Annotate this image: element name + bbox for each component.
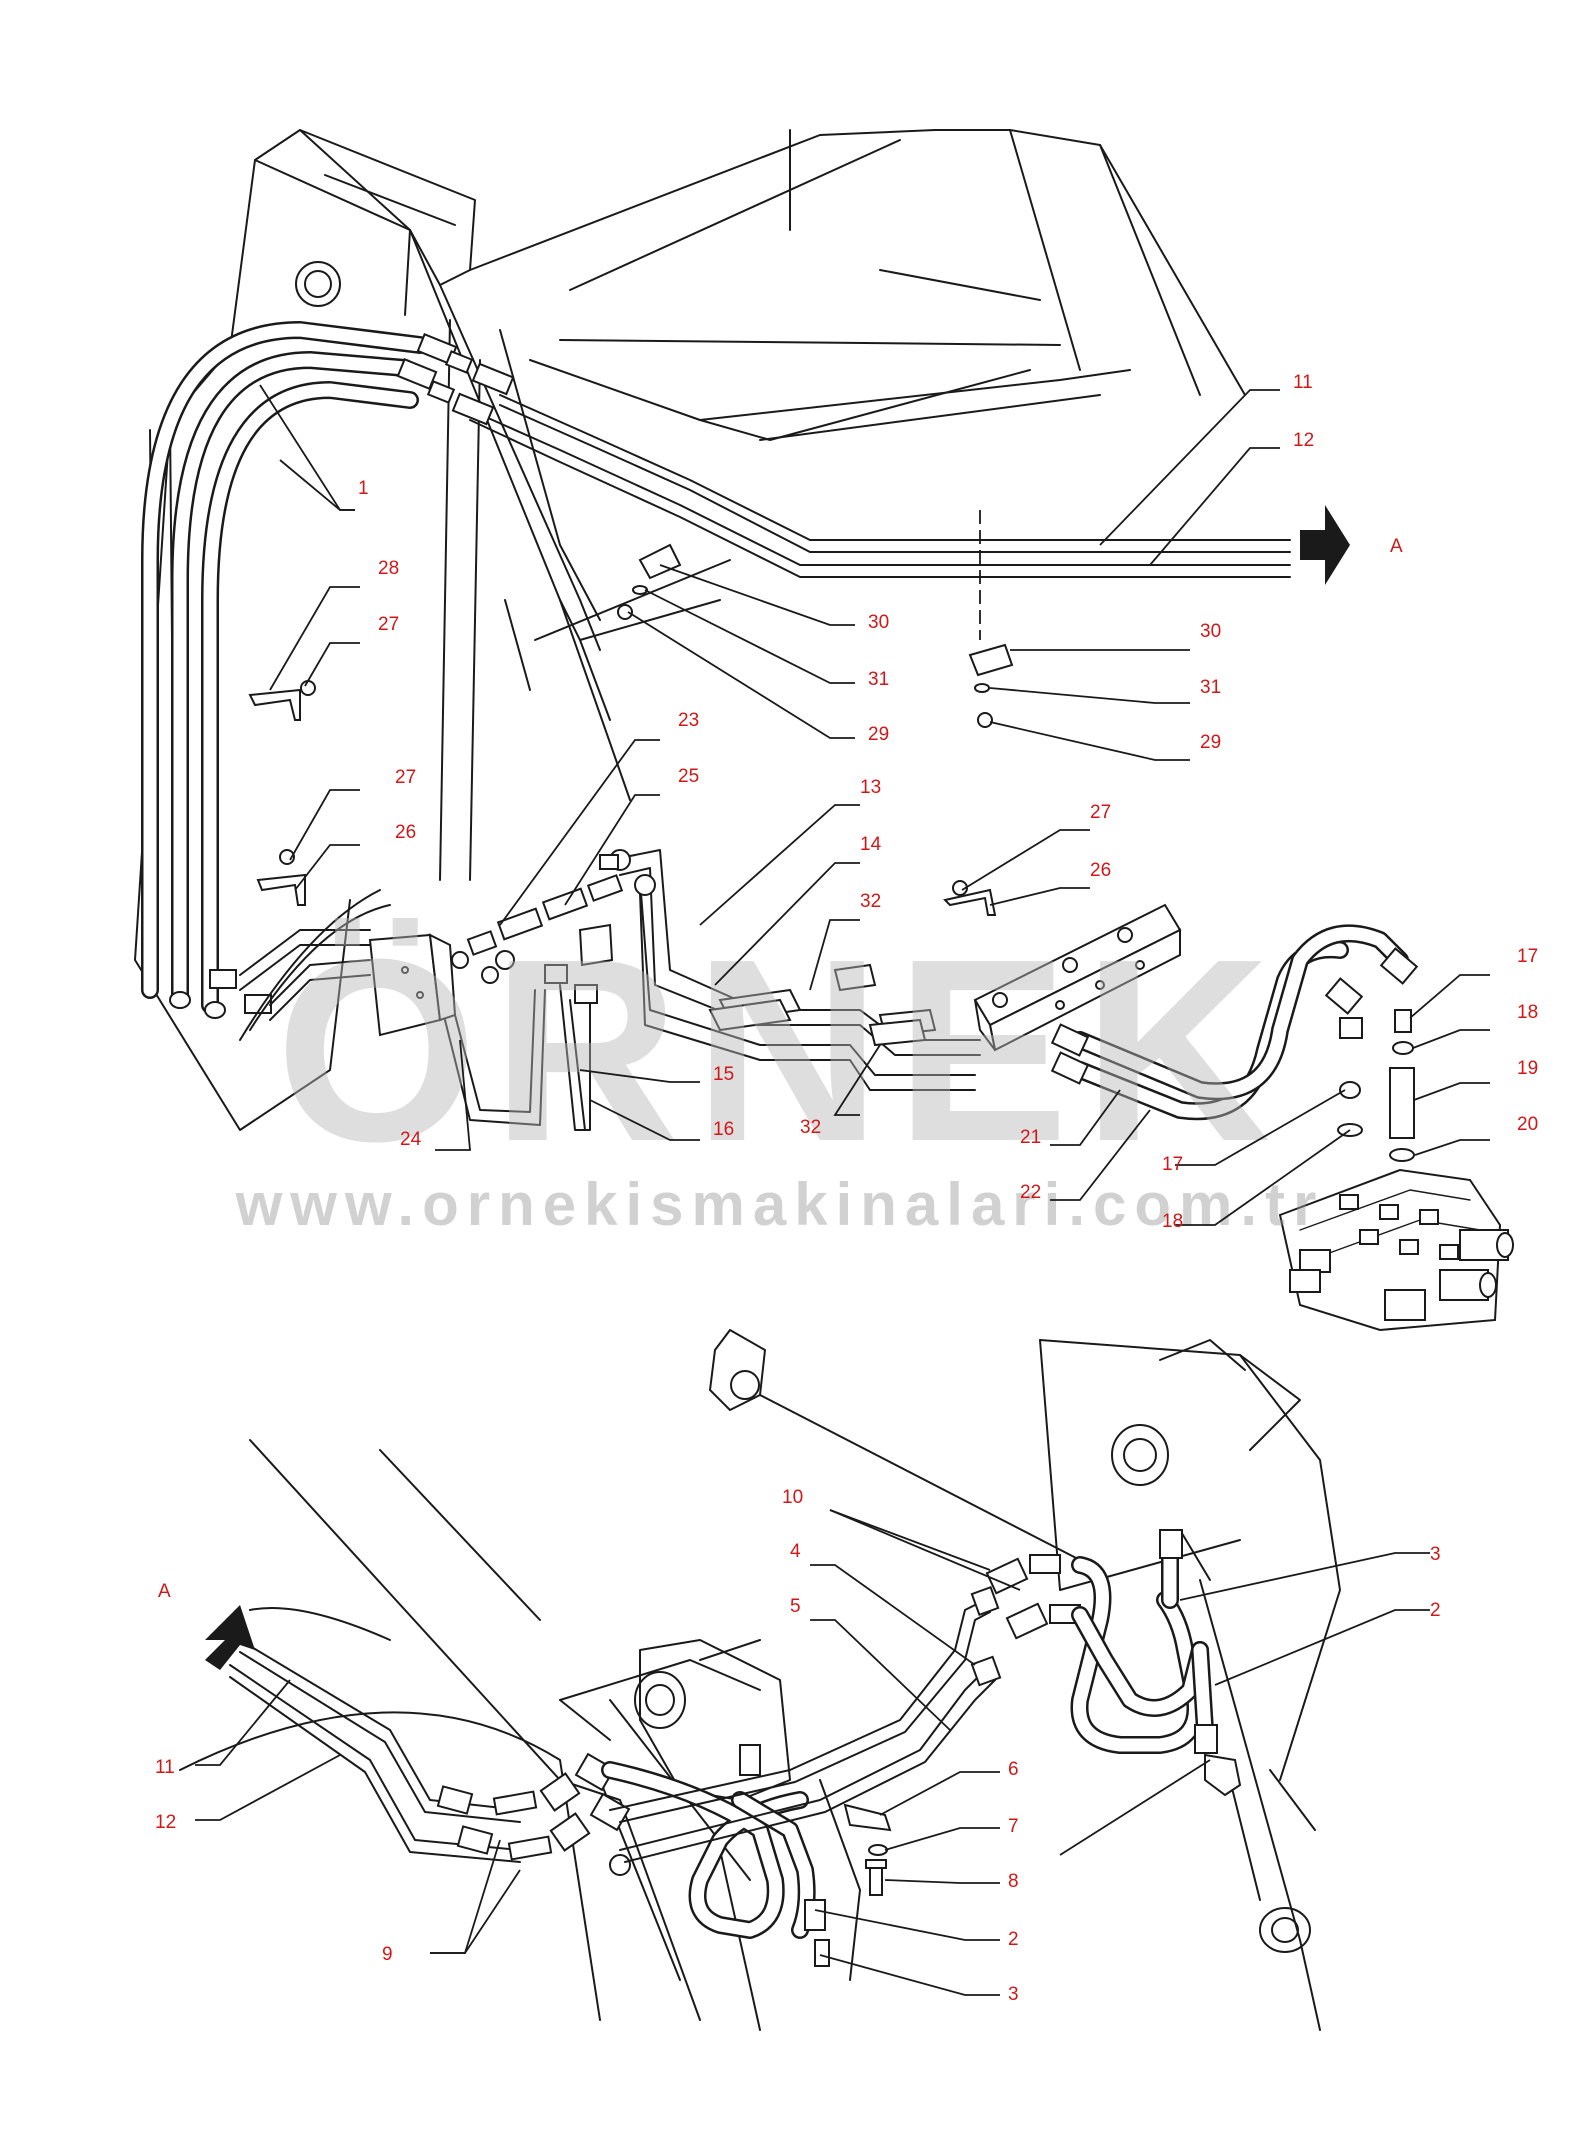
callout-27: 27 — [378, 614, 399, 635]
callout-31: 31 — [868, 669, 889, 690]
callout-17: 17 — [1517, 946, 1538, 967]
callout-18: 18 — [1517, 1002, 1538, 1023]
callout-A: A — [158, 1581, 171, 1602]
callout-10: 10 — [782, 1487, 803, 1508]
callout-32: 32 — [800, 1117, 821, 1138]
callout-6: 6 — [1008, 1759, 1019, 1780]
callout-2: 2 — [1008, 1929, 1019, 1950]
callout-14: 14 — [860, 834, 882, 855]
callout-31: 31 — [1200, 677, 1221, 698]
callout-5: 5 — [790, 1596, 801, 1617]
top-leaders — [259, 384, 1490, 1226]
callout-3: 3 — [1008, 1984, 1019, 2005]
callout-27: 27 — [395, 767, 416, 788]
callout-11: 11 — [155, 1757, 175, 1778]
callout-7: 7 — [1008, 1816, 1019, 1837]
callout-22: 22 — [1020, 1182, 1041, 1203]
bottom-labels: 10 4 5 3 2 A 11 12 6 7 8 9 2 3 — [155, 1487, 1441, 2005]
callout-20: 20 — [1517, 1114, 1538, 1135]
callout-29: 29 — [1200, 732, 1221, 753]
top-labels: 1 11 12 A 28 27 30 31 29 30 31 29 23 25 … — [358, 372, 1538, 1232]
control-valve — [1278, 1168, 1514, 1332]
callout-24: 24 — [400, 1129, 422, 1150]
top-hoses — [141, 321, 1514, 1332]
callout-2: 2 — [1430, 1600, 1441, 1621]
callout-8: 8 — [1008, 1871, 1019, 1892]
watermark: ÖRNEK www.ornekismakinalari.com.tr — [235, 906, 1325, 1238]
callout-11: 11 — [1293, 372, 1313, 393]
callout-26: 26 — [395, 822, 416, 843]
callout-21: 21 — [1020, 1127, 1041, 1148]
callout-32: 32 — [860, 891, 881, 912]
callout-25: 25 — [678, 766, 699, 787]
callout-30: 30 — [1200, 621, 1221, 642]
callout-12: 12 — [1293, 430, 1314, 451]
callout-13: 13 — [860, 777, 881, 798]
callout-A: A — [1390, 536, 1403, 557]
callout-3: 3 — [1430, 1544, 1441, 1565]
callout-1: 1 — [358, 478, 369, 499]
bottom-leaders — [195, 1509, 1430, 1996]
callout-23: 23 — [678, 710, 699, 731]
callout-4: 4 — [790, 1541, 801, 1562]
bottom-drawing — [179, 1329, 1341, 2031]
callout-18: 18 — [1162, 1211, 1183, 1232]
callout-9: 9 — [382, 1944, 393, 1965]
callout-15: 15 — [713, 1064, 734, 1085]
watermark-logo: ÖRNEK — [276, 906, 1285, 1196]
callout-28: 28 — [378, 558, 399, 579]
watermark-url: www.ornekismakinalari.com.tr — [235, 1171, 1325, 1238]
callout-26: 26 — [1090, 860, 1111, 881]
callout-30: 30 — [868, 612, 889, 633]
callout-16: 16 — [713, 1119, 734, 1140]
callout-27: 27 — [1090, 802, 1111, 823]
callout-19: 19 — [1517, 1058, 1538, 1079]
callout-17: 17 — [1162, 1154, 1183, 1175]
callout-12: 12 — [155, 1812, 176, 1833]
callout-29: 29 — [868, 724, 889, 745]
